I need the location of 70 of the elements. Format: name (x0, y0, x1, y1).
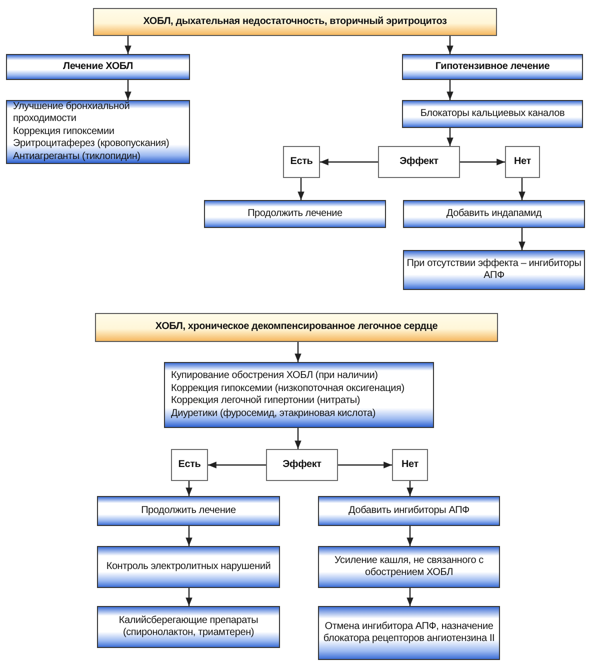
box-text: Коррекция легочной гипертонии (нитраты) (171, 395, 360, 408)
process-box (402, 100, 583, 128)
box-text: Есть (178, 458, 201, 472)
arrow (186, 481, 192, 496)
process-box (318, 606, 500, 660)
arrow (460, 158, 505, 166)
arrow (446, 80, 454, 100)
box-text: Калийсберегающие препараты (спиронолактон, триамтерен) (118, 614, 260, 640)
box-text: Коррекция гипоксемии (низкопоточная оксигенация) (171, 382, 404, 395)
arrow (518, 178, 526, 200)
box-text: Коррекция гипоксемии (13, 126, 114, 138)
box-text: Нет (514, 156, 531, 168)
arrow (186, 526, 192, 546)
arrow (294, 428, 302, 449)
box-text: Продолжить лечение (141, 504, 236, 518)
process-box (6, 54, 190, 80)
arrow (518, 228, 526, 250)
process-box (402, 54, 583, 80)
box-text: Эффект (282, 458, 322, 472)
title-box (93, 8, 497, 36)
title-box (95, 313, 498, 342)
decision-box (392, 449, 428, 481)
box-text: Контроль электролитных нарушений (106, 560, 271, 574)
arrow (208, 462, 266, 468)
box-text: Лечение ХОБЛ (63, 60, 133, 74)
box-text: Диуретики (фуросемид, этакриновая кислота) (171, 408, 376, 420)
arrow (298, 178, 304, 200)
decision-box (378, 146, 460, 178)
box-text: Усиление кашля, не связанного с обострением ХОБЛ (334, 554, 484, 580)
box-text: Гипотензивное лечение (435, 60, 550, 74)
box-text: Блокаторы кальциевых каналов (420, 108, 565, 120)
box-text: Отмена ингибитора АПФ, назначение блокатора рецепторов ангиотензина II (322, 620, 496, 646)
box-text: Эритроцитаферез (кровопускания) (13, 138, 170, 151)
box-text: Улучшение бронхиальной проходимости (13, 100, 131, 126)
decision-box (505, 146, 540, 178)
process-box (403, 250, 585, 290)
box-text: Добавить индапамид (446, 208, 542, 220)
process-box (403, 200, 585, 228)
arrow (406, 588, 414, 606)
decision-box (283, 146, 320, 178)
box-text: Антиагреганты (тиклопидин) (13, 150, 140, 164)
arrow (320, 158, 378, 166)
process-box (97, 496, 280, 526)
box-text: Есть (290, 156, 313, 168)
process-box (97, 546, 280, 588)
list-box (6, 100, 190, 164)
box-text: ХОБЛ, хроническое декомпенсированное легочное сердце (155, 321, 438, 334)
arrow (446, 36, 454, 54)
process-box (204, 200, 386, 228)
box-text: ХОБЛ, дыхательная недостаточность, вторичный эритроцитоз (143, 16, 447, 28)
box-text: Купирование обострения ХОБЛ (при наличии) (171, 370, 378, 382)
decision-box (266, 449, 338, 481)
arrow (406, 481, 414, 496)
arrow (124, 80, 132, 100)
box-text: Эффект (400, 156, 438, 168)
arrow (294, 342, 302, 362)
box-text: При отсутствии эффекта – ингибиторы АПФ (406, 258, 582, 282)
box-text: Нет (402, 458, 418, 472)
arrow (186, 588, 192, 606)
decision-box (171, 449, 208, 481)
process-box (318, 546, 500, 588)
box-text: Добавить ингибиторы АПФ (348, 504, 470, 518)
box-text: Продолжить лечение (248, 208, 342, 220)
list-box (164, 362, 434, 428)
process-box (318, 496, 500, 526)
arrow (406, 526, 414, 546)
arrow (446, 128, 454, 146)
arrow (124, 36, 132, 54)
process-box (97, 606, 280, 648)
arrow (338, 462, 392, 468)
